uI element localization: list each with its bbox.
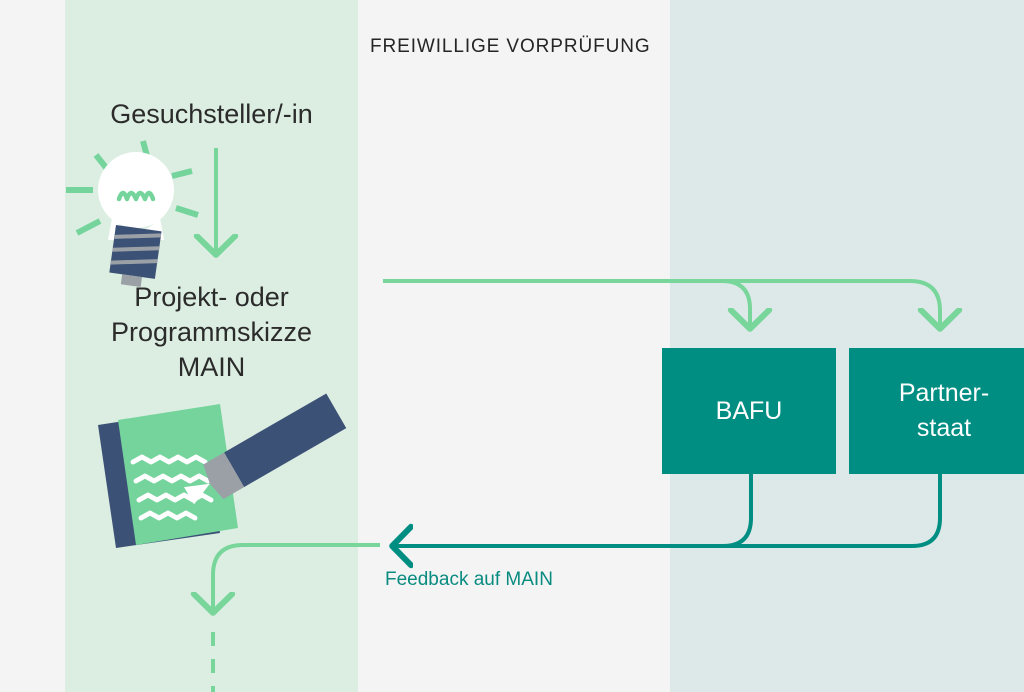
arrow-partnerstaat-feedback <box>395 474 942 546</box>
panel-voluntary-review <box>358 0 670 692</box>
panel-authorities <box>670 0 1024 692</box>
org-box-partnerstaat[interactable]: Partner- staat <box>849 348 1024 474</box>
arrow-bafu-feedback <box>395 474 753 548</box>
org-box-partnerstaat-label: Partner- staat <box>899 376 989 446</box>
arrow-sketch-to-bafu <box>383 279 750 326</box>
sketch-caption-line-1: Projekt- oder <box>134 282 289 312</box>
section-title: FREIWILLIGE VORPRÜFUNG <box>370 36 651 57</box>
org-box-bafu-label: BAFU <box>715 396 783 425</box>
sketch-caption-line-2: Programmskizze <box>110 317 313 347</box>
arrow-feedback-to-next-step <box>213 543 380 610</box>
org-box-partnerstaat-line-2: staat <box>916 414 972 442</box>
org-box-partnerstaat-line-1: Partner- <box>898 379 990 407</box>
sketch-caption-line-3: MAIN <box>177 352 246 382</box>
applicant-heading: Gesuchsteller/-in <box>110 99 313 129</box>
org-box-bafu[interactable]: BAFU <box>662 348 836 474</box>
sketch-caption: Projekt- oder Programmskizze MAIN <box>65 280 358 385</box>
feedback-label: Feedback auf MAIN <box>385 569 553 590</box>
arrow-sketch-to-partnerstaat <box>700 279 940 326</box>
